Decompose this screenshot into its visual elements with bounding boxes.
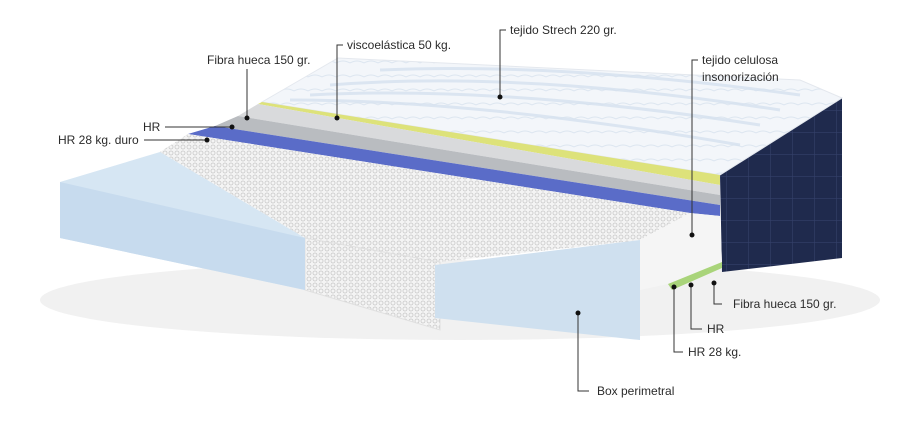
label-viscoelastica: viscoelástica 50 kg. [347, 38, 451, 52]
label-tejido-strech: tejido Strech 220 gr. [510, 23, 617, 37]
hr-duro-layer [188, 126, 720, 216]
label-tejido-celulosa: tejido celulosa [702, 53, 778, 67]
label-hr-bottom: HR [707, 322, 725, 336]
hr-layer [215, 116, 720, 205]
cross-section [640, 213, 722, 290]
fibra-layer [238, 104, 720, 195]
label-hr-28: HR 28 kg. [688, 345, 741, 359]
spring-unit-top [160, 134, 690, 262]
hr28-bottom-layer [668, 262, 722, 290]
box-left-front [60, 182, 305, 290]
label-fibra-hueca-top: Fibra hueca 150 gr. [207, 53, 310, 67]
box-right-front [435, 240, 640, 340]
visco-layer [258, 102, 720, 185]
label-insonorizacion: insonorización [702, 70, 779, 84]
label-hr-duro: HR 28 kg. duro [58, 133, 139, 147]
label-hr-top: HR [143, 120, 161, 134]
mattress-side-panel [720, 98, 842, 272]
label-fibra-hueca-bottom: Fibra hueca 150 gr. [733, 297, 836, 311]
label-box-perimetral: Box perimetral [597, 384, 674, 398]
